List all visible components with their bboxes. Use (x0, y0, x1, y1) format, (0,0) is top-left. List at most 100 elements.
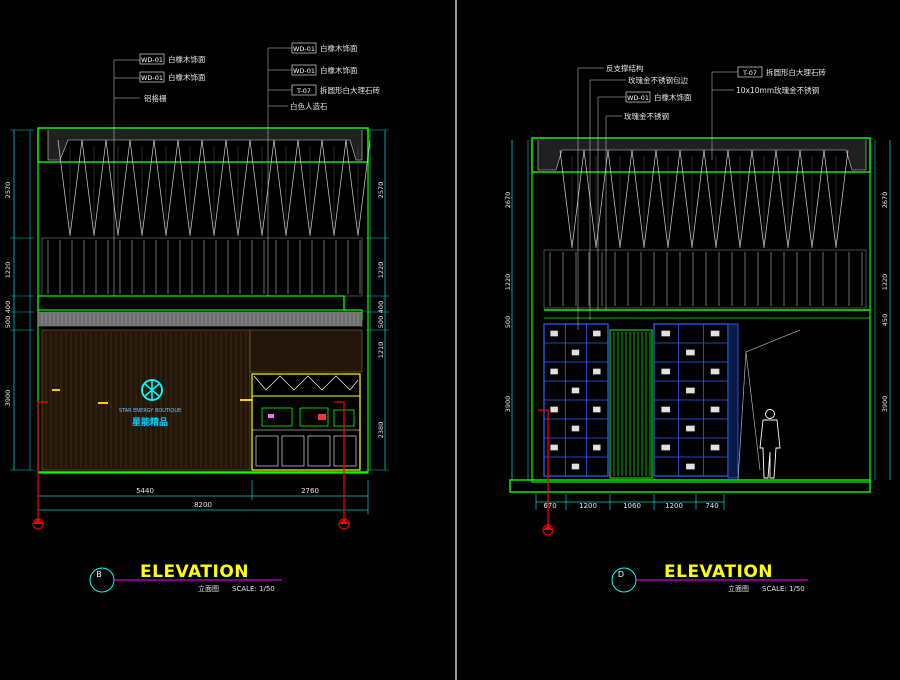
shelf-item (571, 387, 580, 394)
r-bottom-ticks (535, 494, 725, 510)
r-title: ELEVATION (664, 562, 773, 582)
left-callout-text-1: 白橡木饰面 (168, 54, 206, 64)
r-subtitle: 立面图 (728, 584, 749, 593)
r-callout-r-tag-1: T-07 (742, 69, 757, 77)
r-dim-left-2: 1220 (504, 274, 512, 291)
r-dim-bottom-5: 740 (705, 502, 718, 510)
dim-left-3: 400 (4, 301, 12, 313)
left-callout-r-tag-3: T-07 (296, 87, 311, 95)
left-callout-text-2: 白橡木饰面 (168, 72, 206, 82)
left-ledge (37, 295, 345, 311)
shelf-item (550, 330, 558, 337)
r-diagonal-plane (737, 329, 801, 481)
dim-right-2: 1220 (377, 262, 385, 279)
r-curtain (609, 329, 653, 479)
logo-emblem (141, 379, 163, 401)
pattern-line (297, 139, 311, 237)
shelf-item (710, 406, 720, 413)
pattern-line (715, 149, 729, 249)
r-callout-text-4: 玫瑰金不锈钢 (624, 111, 669, 121)
r-dim-bottom-4: 1200 (665, 502, 683, 510)
r-dim-right-3: 450 (881, 314, 889, 326)
r-callout-r-text-2: 10x10mm玫瑰金不锈钢 (736, 85, 819, 95)
r-bubble-label: D (618, 570, 624, 579)
left-elevation: 2570 1220 400 500 3900 2570 1220 400 500… (4, 42, 389, 593)
shelf-item (710, 330, 720, 337)
left-callout-r-text-3: 拆圆形白大理石砖 (320, 85, 380, 95)
pattern-line (631, 149, 645, 249)
r-dim-bottom-1: 670 (543, 502, 556, 510)
right-lattice-pattern (559, 149, 849, 249)
left-title-block: B ELEVATION 立面图 SCALE: 1/50 (89, 562, 282, 593)
dim-right-6: 2380 (377, 422, 385, 439)
r-callout-tag-3: WD-01 (627, 94, 649, 102)
pattern-line (559, 149, 573, 249)
left-fins (47, 240, 361, 294)
pattern-line (225, 139, 239, 237)
r-dim-bottom-3: 1060 (623, 502, 641, 510)
left-callouts: WD-01 WD-01 白橡木饰面 白橡木饰面 铝格栅 WD-01 WD-01 … (113, 42, 380, 296)
dim-left-2: 1220 (4, 262, 12, 279)
r-dim-right-1: 2670 (881, 192, 889, 209)
pattern-line (643, 149, 657, 249)
logo-text-line2: 星能精品 (132, 416, 168, 428)
pattern-line (751, 149, 765, 249)
pattern-line (81, 139, 95, 237)
pattern-line (93, 139, 107, 237)
r-dim-right-2: 1220 (881, 274, 889, 291)
shelf-item (710, 444, 720, 451)
pattern-line (285, 139, 299, 237)
pattern-line (703, 149, 717, 249)
r-fin-band (543, 249, 867, 309)
dim-left-5: 3900 (4, 390, 12, 407)
pattern-line (799, 149, 813, 249)
pattern-line (727, 149, 741, 249)
r-dim-right-4: 3900 (881, 396, 889, 413)
left-grille-lines (41, 313, 359, 325)
pattern-line (607, 149, 621, 249)
pattern-line (213, 139, 227, 237)
shelf-item (686, 349, 695, 356)
left-bubble-label: B (96, 570, 102, 579)
pattern-line (273, 139, 287, 237)
right-elevation: 2670 1220 500 3900 2670 1220 450 3900 (504, 63, 891, 593)
pattern-line (775, 149, 789, 249)
left-section-marker-b (334, 401, 350, 530)
r-section-marker (538, 409, 554, 536)
left-scale: SCALE: 1/50 (232, 585, 275, 593)
pattern-line (57, 139, 71, 237)
shelf-item (686, 463, 695, 470)
r-title-block: D ELEVATION 立面图 SCALE: 1/50 (611, 562, 808, 593)
dim-bottom-2: 2760 (301, 487, 319, 495)
left-wood-grain (45, 332, 247, 468)
pattern-line (345, 139, 359, 237)
shelf-item (571, 349, 580, 356)
left-title-bubble (89, 567, 115, 593)
r-dim-left-1: 2670 (504, 192, 512, 209)
left-callout-tag-2: WD-01 (141, 74, 163, 82)
left-callout-r-tag-1: WD-01 (293, 45, 315, 53)
pattern-line (763, 149, 777, 249)
dim-bottom-1: 5440 (136, 487, 154, 495)
r-dim-left-3: 500 (504, 316, 512, 328)
shelf-item (550, 444, 558, 451)
dim-left-1: 2570 (4, 182, 12, 199)
pattern-line (201, 139, 215, 237)
shelf-item (571, 463, 580, 470)
r-callout-r-text-1: 拆圆形白大理石砖 (766, 67, 826, 77)
shelf-item (661, 444, 671, 451)
pattern-line (619, 149, 633, 249)
shelf-item (550, 368, 558, 375)
r-left-shelving (543, 323, 609, 477)
pattern-line (787, 149, 801, 249)
left-callout-text-3: 铝格栅 (144, 93, 167, 103)
left-callout-r-text-4: 白色人造石 (290, 101, 328, 111)
pattern-line (667, 149, 681, 249)
r-callouts: 反支撑结构 玫瑰金不锈钢包边 WD-01 白橡木饰面 玫瑰金不锈钢 T-07 拆… (577, 63, 826, 330)
left-title: ELEVATION (140, 562, 249, 582)
pattern-line (321, 139, 335, 237)
pattern-line (357, 139, 371, 237)
shelf-item (710, 368, 720, 375)
shelf-item (686, 425, 695, 432)
r-callout-text-2: 玫瑰金不锈钢包边 (628, 75, 688, 85)
